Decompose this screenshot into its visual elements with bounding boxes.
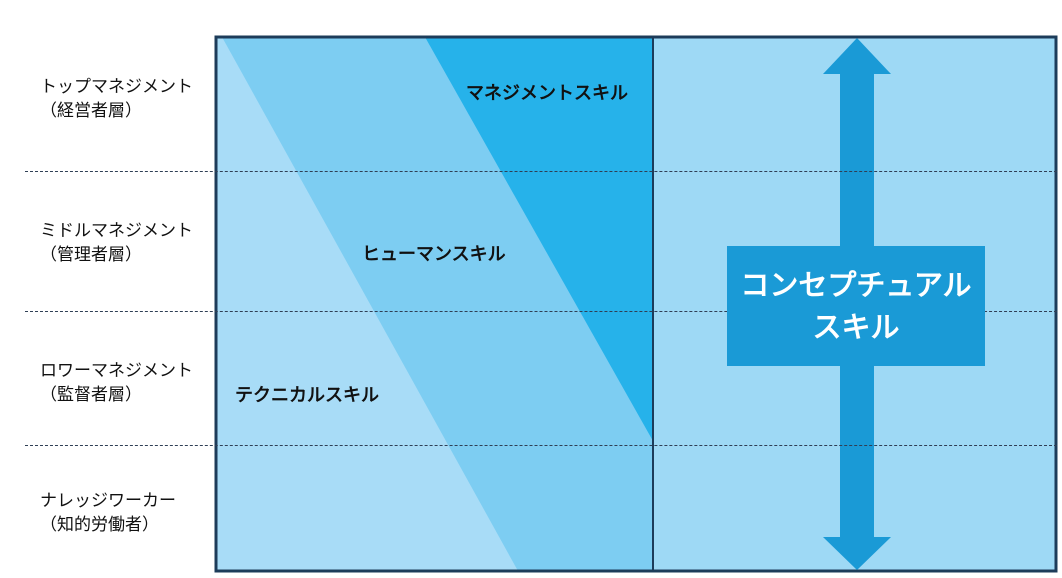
- level-top-management: トップマネジメント （経営者層）: [40, 75, 193, 123]
- level-subtitle: （経営者層）: [40, 101, 142, 121]
- level-divider: [25, 171, 1057, 172]
- level-subtitle: （知的労働者）: [40, 515, 159, 535]
- level-lower-management: ロワーマネジメント （監督者層）: [40, 359, 193, 407]
- conceptual-skill-box: コンセプチュアル スキル: [727, 246, 985, 366]
- level-middle-management: ミドルマネジメント （管理者層）: [40, 219, 193, 267]
- level-subtitle: （管理者層）: [40, 245, 142, 265]
- level-subtitle: （監督者層）: [40, 385, 142, 405]
- level-divider: [25, 445, 1057, 446]
- management-skill-region: [425, 37, 653, 441]
- level-title: ナレッジワーカー: [40, 491, 176, 511]
- level-title: ミドルマネジメント: [40, 221, 193, 241]
- technical-skill-label: テクニカルスキル: [235, 385, 379, 406]
- conceptual-skill-label-line2: スキル: [812, 310, 900, 344]
- management-skill-label: マネジメントスキル: [466, 83, 628, 104]
- level-title: トップマネジメント: [40, 77, 193, 97]
- level-title: ロワーマネジメント: [40, 361, 193, 381]
- level-knowledge-worker: ナレッジワーカー （知的労働者）: [40, 489, 176, 537]
- conceptual-skill-label-line1: コンセプチュアル: [740, 268, 972, 302]
- human-skill-label: ヒューマンスキル: [362, 244, 506, 265]
- diagram-frame: [214, 35, 1058, 573]
- level-divider: [25, 311, 1057, 312]
